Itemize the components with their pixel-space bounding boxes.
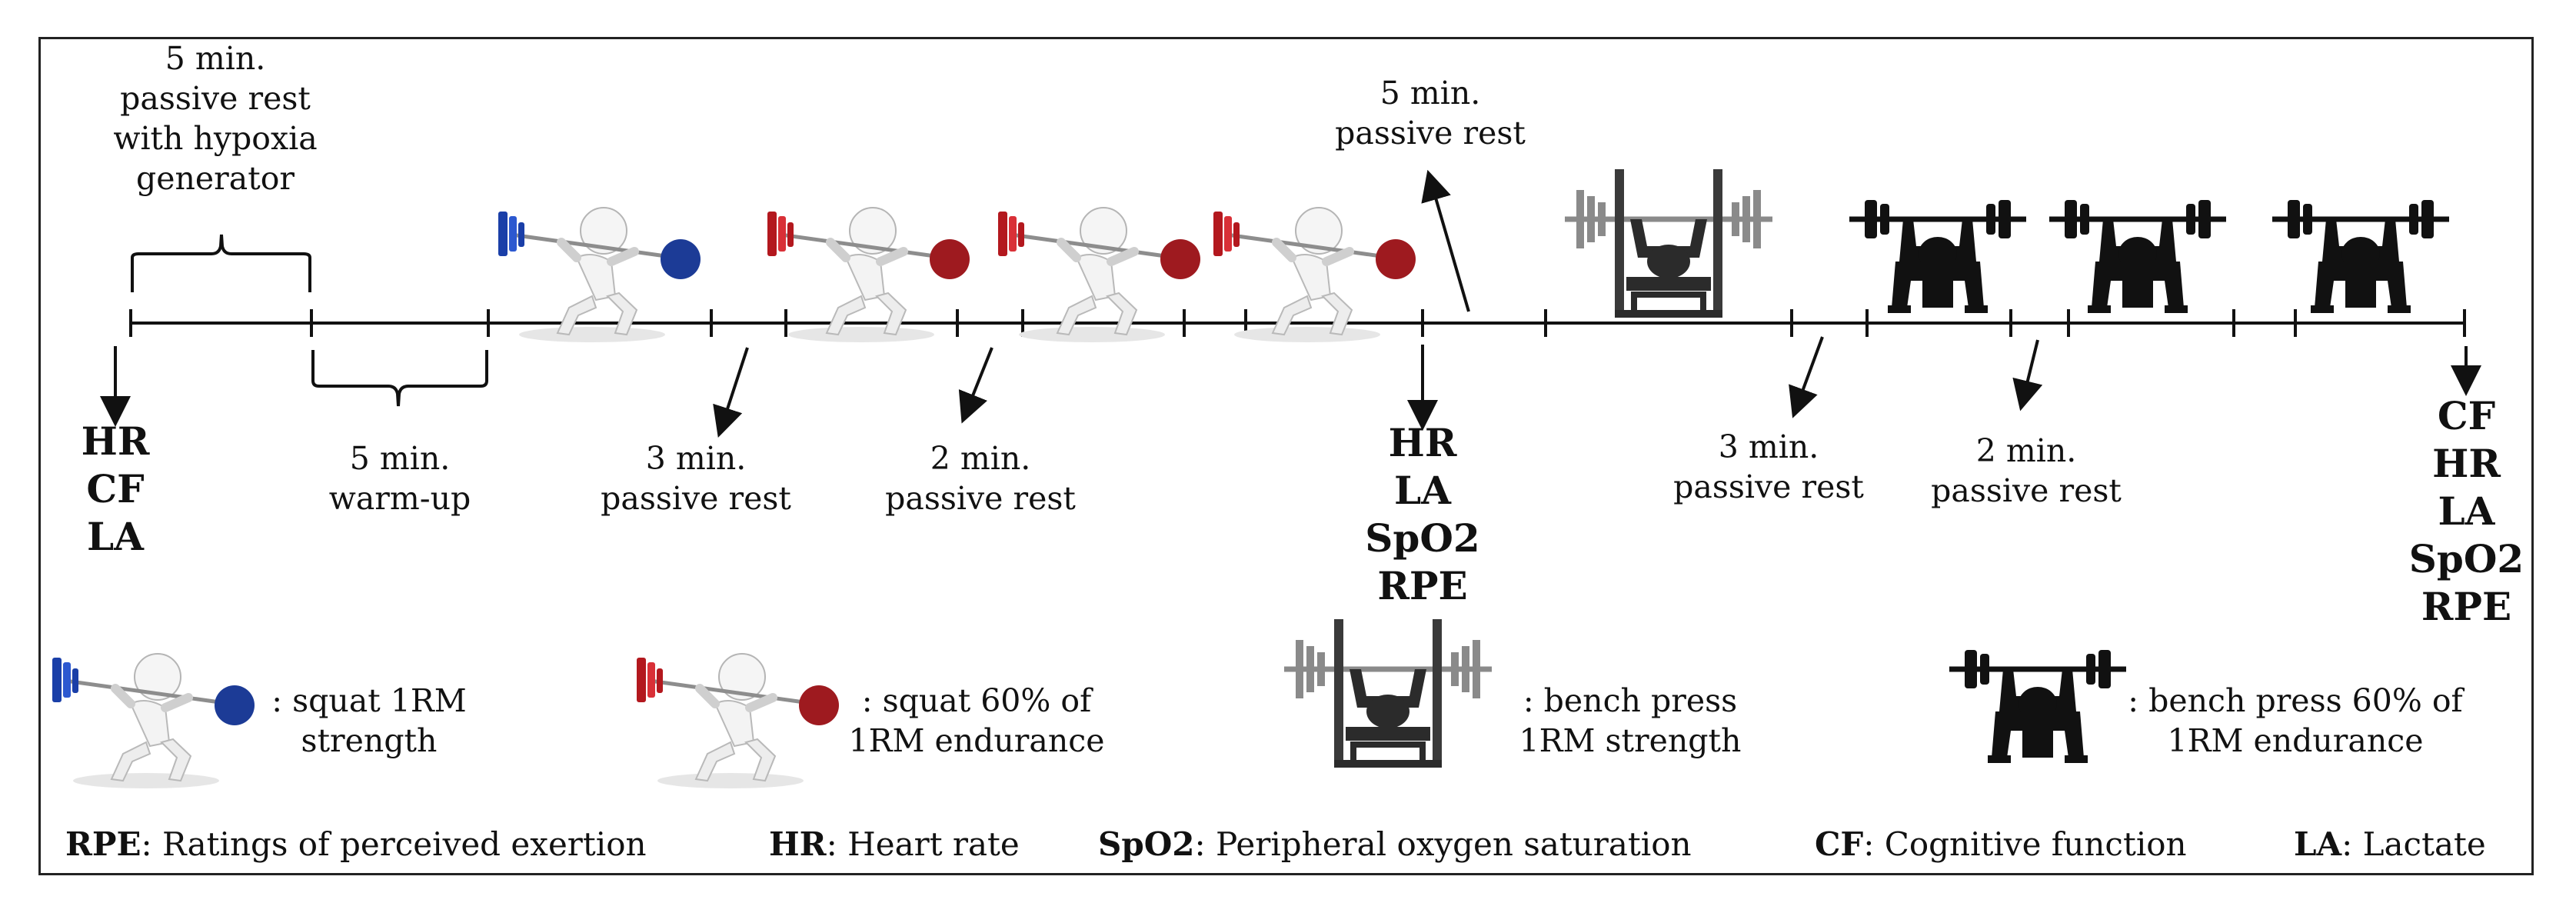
abbr-hr: HR: Heart rate <box>769 825 1020 863</box>
rest2-label-a: 2 min. passive rest <box>885 440 1076 517</box>
abbr-cf: CF: Cognitive function <box>1815 825 2187 863</box>
legend-bench-strength-icon <box>1284 619 1492 768</box>
abbr-spo2: SpO2: Peripheral oxygen saturation <box>1098 825 1692 863</box>
legend-squat-strength-icon <box>52 654 255 788</box>
rest3-label-a: 3 min. passive rest <box>601 440 791 517</box>
legend-bench-strength: : bench press 1RM strength <box>1519 682 1742 759</box>
legend-squat-strength: : squat 1RM strength <box>271 682 467 759</box>
bench-endurance-icon-1 <box>1849 200 2026 313</box>
abbr-la: LA: Lactate <box>2294 825 2486 863</box>
bench-endurance-icon-2 <box>2049 200 2226 313</box>
bench-endurance-icon-3 <box>2272 200 2449 313</box>
middle-measurements: HR LA SpO2 RPE <box>1365 420 1480 608</box>
abbr-rpe: RPE: Ratings of perceived exertion <box>65 825 647 863</box>
legend-squat-endurance: : squat 60% of 1RM endurance <box>848 682 1105 759</box>
rest3-label-b: 3 min. passive rest <box>1673 428 1864 505</box>
bench-strength-icon <box>1565 169 1772 318</box>
legend-bench-endurance: : bench press 60% of 1RM endurance <box>2128 682 2463 759</box>
hypoxia-rest-brace <box>131 234 311 292</box>
diagram-frame <box>38 37 2534 875</box>
rest2-label-b: 2 min. passive rest <box>1931 432 2122 509</box>
mid-rest-label: 5 min. passive rest <box>1335 75 1526 152</box>
warmup-label: 5 min. warm-up <box>328 440 471 517</box>
legend-bench-endurance-icon <box>1949 650 2126 763</box>
start-measurements: HR CF LA <box>81 418 150 559</box>
legend-squat-endurance-icon <box>637 654 839 788</box>
end-measurements: CF HR LA SpO2 RPE <box>2408 393 2524 629</box>
warmup-brace <box>311 350 488 407</box>
timeline-arrows <box>100 169 2481 438</box>
hypoxia-rest-label: 5 min. passive rest with hypoxia generat… <box>113 40 318 197</box>
